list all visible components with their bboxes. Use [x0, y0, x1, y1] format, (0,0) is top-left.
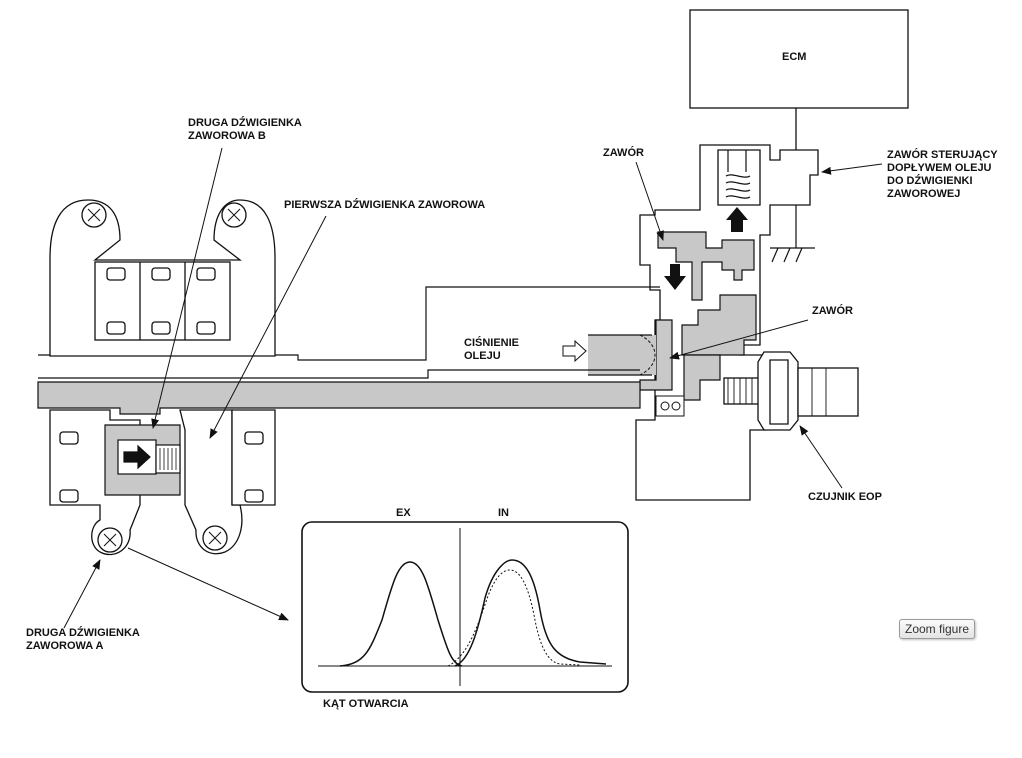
oil-pressure-arrow — [562, 339, 587, 363]
graph-in-label: IN — [498, 507, 509, 519]
eop-sensor — [723, 351, 859, 431]
graph-ex-label: EX — [396, 507, 411, 519]
oil-inlet-dashed — [639, 334, 656, 376]
rocker-arms-upper — [49, 199, 276, 357]
in-lift-curve-high — [454, 559, 607, 667]
ground-symbol — [770, 205, 815, 263]
valve-lift-graph — [301, 521, 629, 693]
spool-oil-passages — [639, 231, 757, 401]
rocker-b-label: DRUGA DŹWIGIENKA ZAWOROWA B — [188, 117, 302, 142]
ex-lift-curve — [339, 561, 463, 667]
ecm-box — [689, 9, 909, 109]
valve-mid-label: ZAWÓR — [812, 305, 853, 317]
synchronizing-piston — [104, 424, 181, 496]
zoom-figure-button[interactable]: Zoom figure — [899, 619, 975, 639]
eop-sensor-label: CZUJNIK EOP — [808, 491, 882, 503]
ecm-label: ECM — [782, 51, 807, 63]
in-lift-curve-low — [447, 569, 581, 667]
rocker-a-label: DRUGA DŹWIGIENKA ZAWOROWA A — [26, 627, 140, 652]
valve-seal — [655, 395, 685, 417]
opening-angle-label: KĄT OTWARCIA — [323, 698, 409, 710]
oil-inlet-channel — [588, 335, 656, 375]
first-rocker-label: PIERWSZA DŹWIGIENKA ZAWOROWA — [284, 199, 486, 211]
valve-spring — [725, 150, 751, 199]
rocker-shaft — [37, 381, 641, 415]
oil-pressure-label: CIŚNIENIE OLEJU — [464, 337, 520, 362]
spool-down-arrow — [664, 264, 686, 290]
control-valve-label: ZAWÓR STERUJĄCY DOPŁYWEM OLEJU DO DŹWIGI… — [887, 149, 998, 200]
spool-up-arrow — [726, 207, 748, 232]
valve-top-label: ZAWÓR — [603, 147, 644, 159]
leader-lines — [63, 147, 883, 629]
